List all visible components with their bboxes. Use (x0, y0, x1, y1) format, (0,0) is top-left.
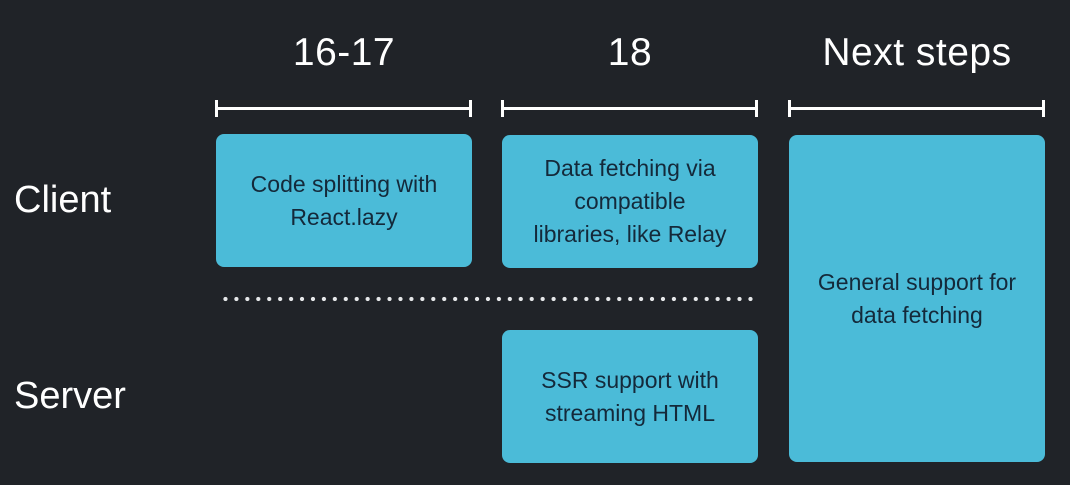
column-bracket-16-17 (215, 100, 472, 117)
bracket-tick (755, 100, 758, 117)
column-bracket-18 (501, 100, 758, 117)
bracket-tick (1042, 100, 1045, 117)
bracket-line (501, 107, 758, 110)
card-line: General support for (817, 269, 1017, 295)
client-server-divider (220, 296, 755, 302)
card-line: Code splitting with (250, 170, 438, 197)
card-client-16-17: Code splitting with React.lazy (216, 134, 472, 267)
column-bracket-next-steps (788, 100, 1045, 117)
card-line: SSR support with (541, 366, 719, 393)
card-line: streaming HTML (545, 399, 715, 426)
card-next-steps: General support for data fetching (789, 135, 1045, 462)
row-label-client: Client (14, 179, 112, 221)
card-text: SSR support with streaming HTML (541, 364, 719, 430)
card-server-18: SSR support with streaming HTML (502, 330, 758, 463)
card-line: React.lazy (290, 203, 398, 230)
card-text: Data fetching via compatible libraries, … (533, 152, 726, 251)
card-text: General support for data fetching (818, 266, 1016, 332)
card-line: Data fetching via (544, 155, 716, 181)
bracket-line (215, 107, 472, 110)
row-label-server: Server (14, 375, 126, 417)
card-text: Code splitting with React.lazy (251, 168, 438, 234)
bracket-line (788, 107, 1045, 110)
column-header-next-steps: Next steps (822, 31, 1012, 74)
column-header-18: 18 (607, 31, 653, 74)
card-line: data fetching (851, 302, 983, 328)
column-header-16-17: 16-17 (292, 31, 396, 74)
card-client-18: Data fetching via compatible libraries, … (502, 135, 758, 268)
bracket-tick (469, 100, 472, 117)
card-line: compatible (574, 188, 686, 214)
card-line: libraries, like Relay (533, 221, 727, 247)
